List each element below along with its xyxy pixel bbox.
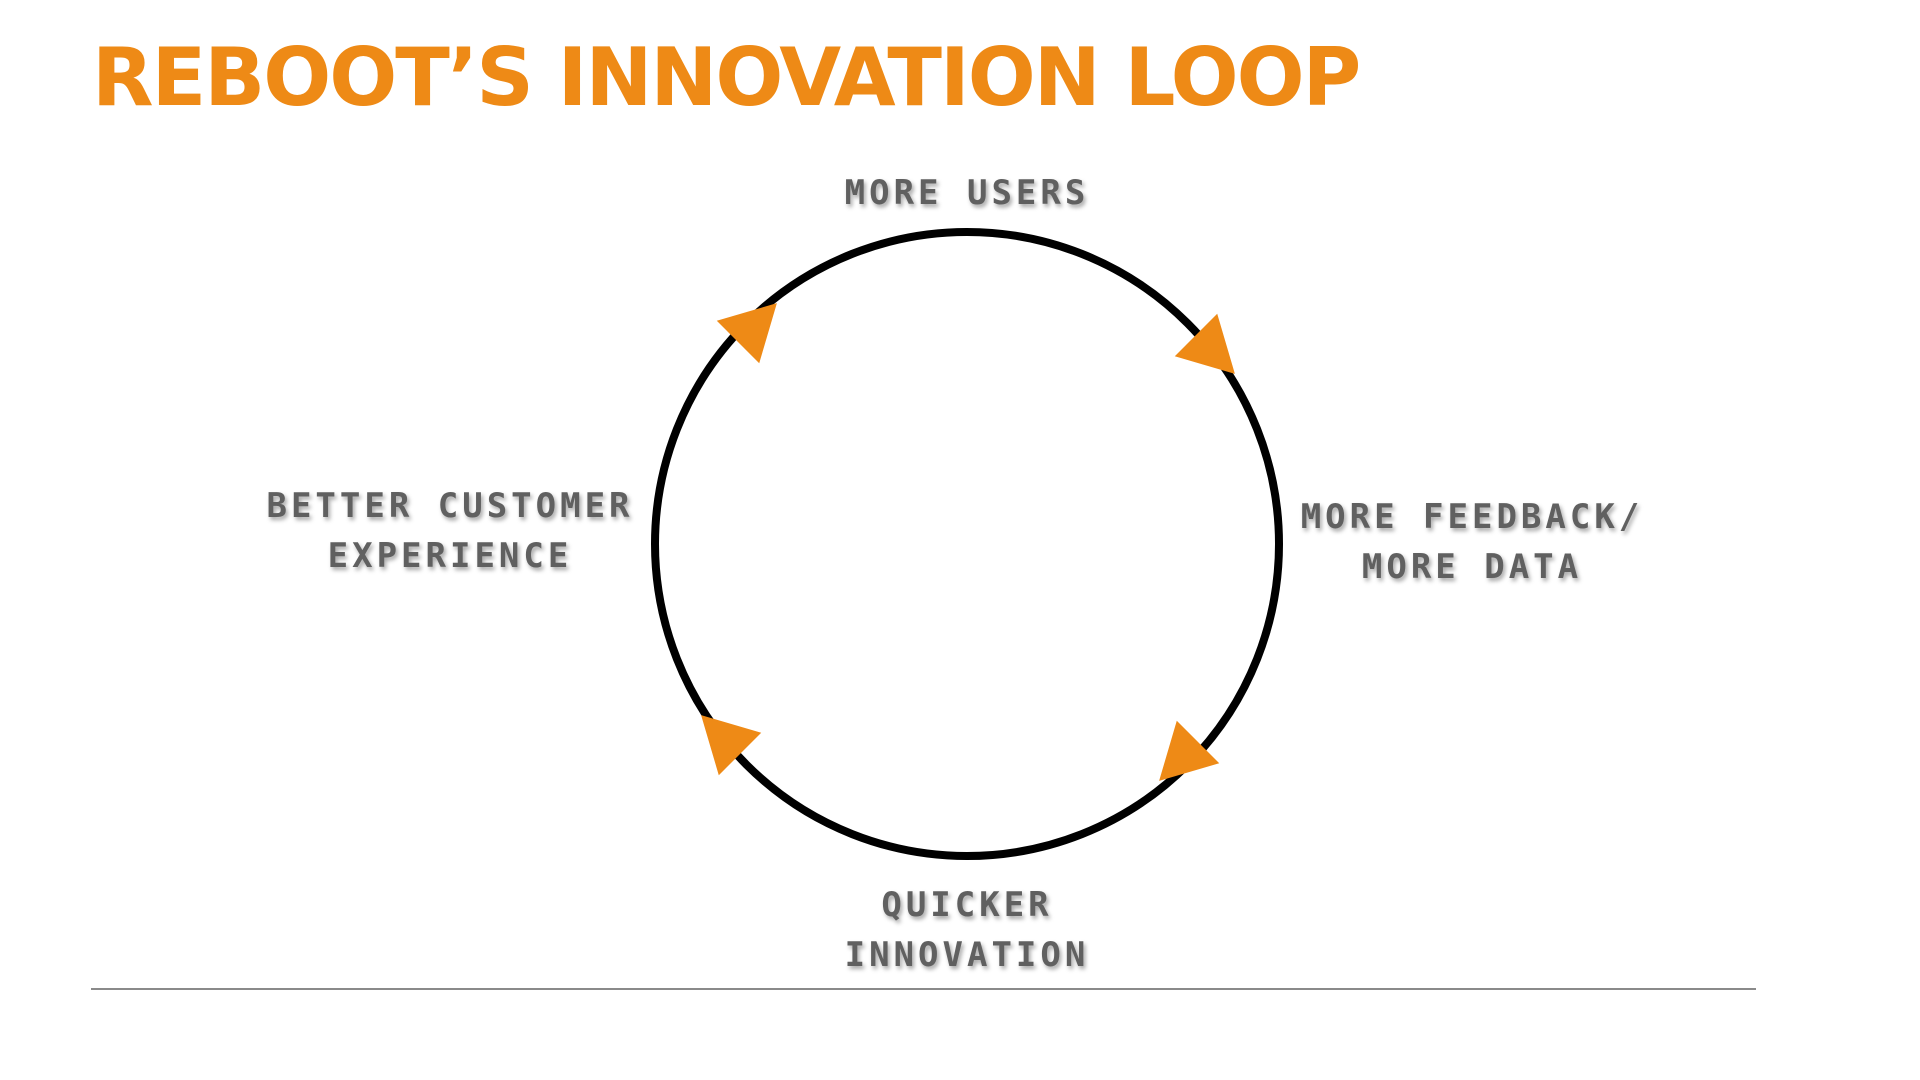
loop-arrows (701, 303, 1235, 781)
stage-label-better-customer-experience: BETTER CUSTOMER EXPERIENCE (230, 481, 670, 581)
stage-label-line: MORE DATA (1361, 547, 1583, 587)
stage-label-more-users: MORE USERS (767, 168, 1167, 218)
stage-label-quicker-innovation: QUICKER INNOVATION (767, 880, 1167, 980)
stage-label-line: INNOVATION (844, 935, 1090, 975)
stage-label-line: QUICKER (881, 885, 1053, 925)
arrow-top-left-icon (716, 303, 777, 364)
arrow-top-right-icon (1174, 313, 1235, 374)
stage-label-line: MORE FEEDBACK/ (1300, 497, 1644, 537)
slide-title: REBOOT’S INNOVATION LOOP (92, 31, 1361, 124)
stage-label-more-feedback: MORE FEEDBACK/ MORE DATA (1272, 492, 1672, 592)
arrow-bottom-right-icon (1159, 720, 1220, 781)
loop-circle (651, 228, 1283, 860)
stage-label-line: MORE USERS (844, 173, 1090, 213)
footer-divider (91, 988, 1756, 990)
stage-label-line: EXPERIENCE (327, 536, 573, 576)
arrow-bottom-left-icon (701, 715, 762, 776)
stage-label-line: BETTER CUSTOMER (266, 486, 634, 526)
